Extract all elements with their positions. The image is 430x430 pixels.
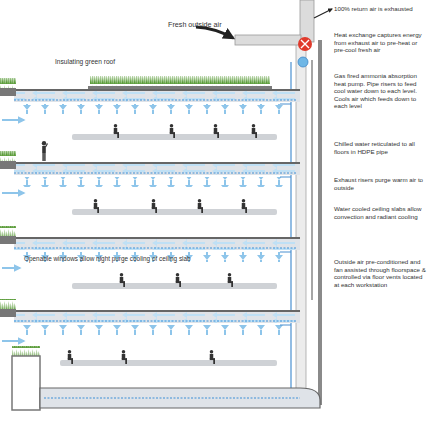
- pipe-branch: [280, 252, 291, 253]
- cooling-pipe: [14, 173, 296, 174]
- slab-edge: [14, 310, 300, 312]
- callout-label: Exhaust risers purge warm air to outside: [334, 176, 428, 191]
- exterior-wall: [318, 40, 322, 405]
- cool-air-arrows: [22, 325, 292, 335]
- purge-arrow: [2, 340, 24, 342]
- callout-label: Chilled water reticulated to all floors …: [334, 140, 428, 155]
- callout-label: Heat exchange captures energy from exhau…: [334, 31, 428, 54]
- person: [176, 273, 181, 287]
- person: [114, 124, 119, 138]
- cool-air-arrows: [22, 177, 292, 187]
- desk: [72, 283, 277, 289]
- fresh-air-duct: [235, 35, 301, 45]
- planters: [0, 78, 16, 317]
- person: [94, 199, 99, 213]
- ceiling-slab: [14, 311, 300, 323]
- planter-box: [0, 236, 16, 244]
- ceiling-slab: [14, 238, 300, 250]
- planter-grass: [0, 78, 16, 88]
- window-airflow: [2, 120, 24, 341]
- ground-slab: [40, 388, 320, 408]
- fan-cross: [301, 40, 309, 48]
- pipe-branch: [280, 177, 291, 178]
- person: [42, 141, 48, 161]
- ceiling-slab: [14, 90, 300, 102]
- desk: [60, 360, 277, 366]
- planter-box: [0, 309, 16, 317]
- callout-label: Water cooled ceiling slabs allow convect…: [334, 205, 428, 220]
- fresh-air-arrow: [196, 27, 233, 38]
- person: [122, 350, 127, 364]
- person: [228, 273, 233, 287]
- slab-edge: [14, 162, 300, 164]
- person: [214, 124, 219, 138]
- person: [120, 273, 125, 287]
- cooling-pipe: [14, 321, 296, 322]
- callout-label: Gas fired ammonia absorption heat pump. …: [334, 72, 428, 110]
- heat-pump-symbol: [298, 57, 308, 67]
- planter-box: [0, 88, 16, 96]
- slab-edge: [14, 237, 300, 239]
- person: [210, 350, 215, 364]
- workstations: [42, 124, 277, 366]
- person: [198, 199, 203, 213]
- cool-air-arrows: [22, 104, 292, 114]
- cooling-arrows: [22, 104, 292, 335]
- callout-label: Insulating green roof: [55, 58, 155, 66]
- ceiling-slabs: [14, 90, 300, 323]
- exhaust-riser: [311, 60, 313, 300]
- slab-airflow: [14, 238, 300, 250]
- slab-airflow: [14, 311, 300, 323]
- pipe-branch: [280, 104, 291, 105]
- person: [170, 124, 175, 138]
- person: [152, 199, 157, 213]
- purge-arrow: [2, 192, 24, 194]
- cooling-pipe: [14, 248, 296, 249]
- exhaust-arrow: [314, 9, 332, 18]
- exhaust-chimney: [300, 0, 314, 42]
- planter-grass: [0, 226, 16, 236]
- person: [68, 350, 73, 364]
- purge-arrow: [2, 267, 20, 269]
- slab-airflow: [14, 163, 300, 175]
- basement-planter: [12, 356, 40, 410]
- ground-pipe: [44, 398, 300, 399]
- callout-label: 100% return air is exhausted: [334, 5, 428, 13]
- purge-arrow: [2, 119, 24, 121]
- planter-box: [0, 161, 16, 169]
- ceiling-slab: [14, 163, 300, 175]
- pipe-branch: [280, 325, 291, 326]
- callout-label: Fresh outside air: [168, 21, 240, 29]
- person: [252, 124, 257, 138]
- pipe-branches: [280, 104, 291, 325]
- heat-exchanger-fan: [298, 37, 312, 51]
- slab-airflow: [14, 90, 300, 102]
- planter-grass: [0, 299, 16, 309]
- planter-grass: [0, 151, 16, 161]
- cooling-pipe: [14, 100, 296, 101]
- callout-label: Openable windows allow night purge cooli…: [24, 255, 304, 263]
- callout-label: Outside air pre-conditioned and fan assi…: [334, 258, 428, 288]
- person: [242, 199, 247, 213]
- slab-edge: [14, 89, 300, 91]
